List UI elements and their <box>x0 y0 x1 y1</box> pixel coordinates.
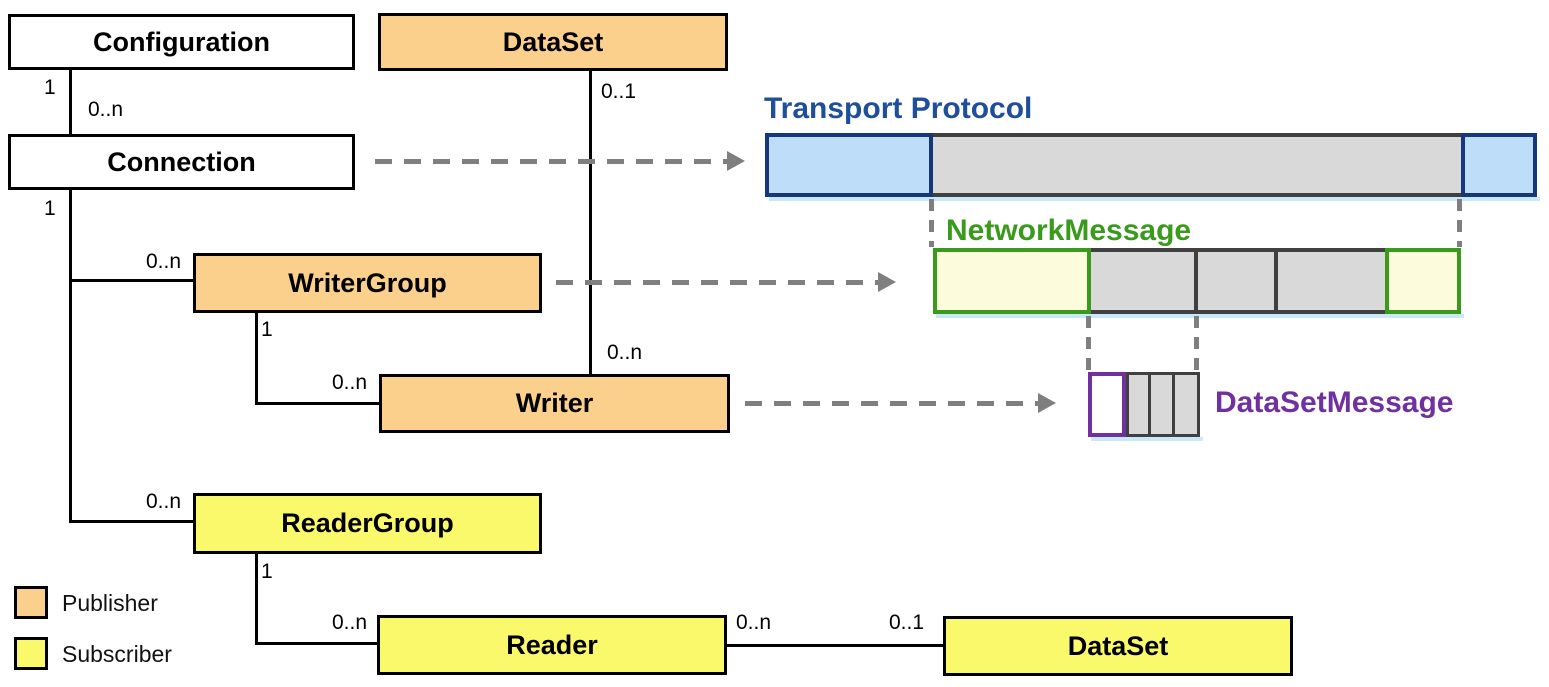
class-label: ReaderGroup <box>281 508 454 538</box>
arrow-writer-to-datasetmessage <box>745 401 1038 406</box>
class-label: Connection <box>107 146 256 177</box>
multiplicity-label: 0..n <box>736 611 772 634</box>
multiplicity-label: 0..n <box>146 250 182 273</box>
segment-divider <box>1172 372 1175 437</box>
edge-configuration-connection <box>69 70 72 134</box>
map-line-transport-network-left <box>929 199 934 247</box>
networkmessage-header-segment <box>933 248 1091 314</box>
edge-connection-readergroup <box>69 520 193 523</box>
arrow-writergroup-to-networkmessage <box>556 280 878 285</box>
map-line-network-dsm-left <box>1086 316 1091 371</box>
edge-writergroup-trunk <box>255 313 258 405</box>
edge-connection-trunk <box>69 190 72 523</box>
class-box-connection: Connection <box>8 134 355 190</box>
legend-label-subscriber: Subscriber <box>62 641 172 667</box>
bar-shadow <box>936 314 1464 318</box>
class-box-writergroup: WriterGroup <box>193 253 542 313</box>
class-box-reader: Reader <box>377 615 727 675</box>
transport-protocol-label: Transport Protocol <box>764 92 1033 125</box>
class-box-writer: Writer <box>379 374 730 433</box>
networkmessage-label: NetworkMessage <box>946 214 1192 247</box>
segment-divider <box>1148 372 1151 437</box>
arrowhead-icon <box>1038 393 1056 413</box>
multiplicity-label: 0..1 <box>601 80 637 103</box>
class-label: Configuration <box>93 26 270 57</box>
transport-payload-segment <box>929 133 1465 197</box>
datasetmessage-fields-segment <box>1126 372 1200 437</box>
legend-swatch-subscriber <box>14 637 48 670</box>
datasetmessage-label: DataSetMessage <box>1215 386 1454 419</box>
multiplicity-label: 0..n <box>88 98 124 121</box>
bar-shadow <box>1091 437 1203 441</box>
edge-readergroup-reader <box>255 642 377 645</box>
bar-shadow <box>769 197 1540 201</box>
multiplicity-label: 0..n <box>146 490 182 513</box>
arrow-connection-to-transport <box>375 159 727 164</box>
class-label: DataSet <box>1067 630 1169 661</box>
multiplicity-label: 0..1 <box>889 611 925 634</box>
transport-footer-segment <box>1461 133 1537 197</box>
edge-reader-dataset <box>727 644 943 647</box>
networkmessage-footer-segment <box>1385 248 1461 314</box>
multiplicity-label: 1 <box>44 76 56 99</box>
segment-divider <box>1274 248 1278 314</box>
map-line-network-dsm-right <box>1194 316 1199 371</box>
multiplicity-label: 1 <box>261 318 273 341</box>
multiplicity-label: 0..n <box>332 611 368 634</box>
edge-connection-writergroup <box>69 279 193 282</box>
class-box-readergroup: ReaderGroup <box>193 493 542 554</box>
networkmessage-payload-segment <box>1091 248 1385 314</box>
class-label: Reader <box>506 629 598 660</box>
arrowhead-icon <box>727 151 745 171</box>
class-label: DataSet <box>502 26 604 57</box>
multiplicity-label: 0..n <box>607 341 643 364</box>
datasetmessage-header-segment <box>1088 372 1126 437</box>
arrowhead-icon <box>878 272 896 292</box>
class-label: Writer <box>515 388 594 418</box>
map-line-transport-network-right <box>1457 199 1462 247</box>
legend-label-publisher: Publisher <box>62 590 158 616</box>
class-box-dataset-subscriber: DataSet <box>943 616 1293 676</box>
transport-header-segment <box>765 133 933 197</box>
edge-writergroup-writer <box>255 402 379 405</box>
legend-swatch-publisher <box>14 586 48 619</box>
multiplicity-label: 0..n <box>332 371 368 394</box>
multiplicity-label: 1 <box>261 560 273 583</box>
segment-divider <box>1194 248 1198 314</box>
edge-dataset-writer <box>589 71 592 374</box>
edge-readergroup-trunk <box>255 554 258 645</box>
multiplicity-label: 1 <box>44 197 56 220</box>
class-box-configuration: Configuration <box>8 14 355 70</box>
class-box-dataset-publisher: DataSet <box>378 13 728 71</box>
class-label: WriterGroup <box>288 267 447 298</box>
